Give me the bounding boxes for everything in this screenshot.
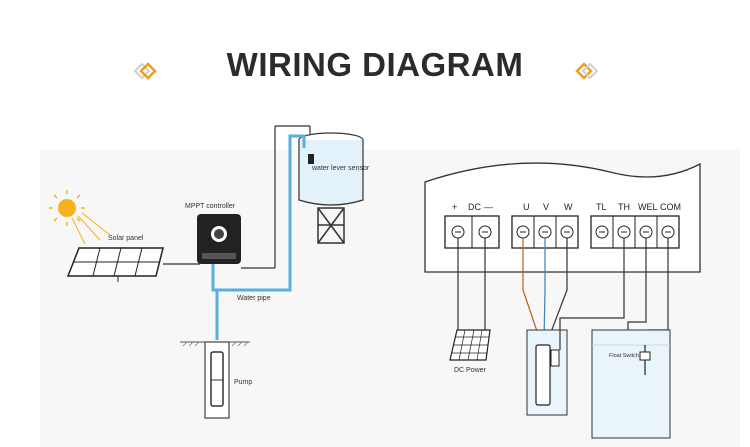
wiring-diagram: Solar panel MPPT controller bbox=[40, 125, 740, 447]
header: WIRING DIAGRAM bbox=[0, 0, 750, 120]
terminal-label-th: TH bbox=[618, 202, 630, 212]
terminal-label-w: W bbox=[564, 202, 573, 212]
wire-w bbox=[547, 238, 568, 341]
terminal-label-minus: — bbox=[484, 202, 493, 212]
left-diagram: Solar panel MPPT controller bbox=[49, 125, 370, 419]
sun-icon bbox=[49, 190, 111, 245]
terminal-label-com: COM bbox=[660, 202, 681, 212]
dc-power-panel-icon bbox=[449, 329, 491, 361]
water-pipe-label: Water pipe bbox=[237, 295, 271, 302]
terminal-label-dc: DC bbox=[468, 202, 481, 212]
pump-label: Pump bbox=[234, 379, 252, 386]
diamond-left-icon bbox=[133, 62, 157, 80]
terminal-label-tl: TL bbox=[596, 202, 607, 212]
controller-label: MPPT controller bbox=[185, 203, 236, 210]
pipe-to-pump bbox=[211, 264, 219, 340]
storage-tank-icon bbox=[591, 329, 671, 439]
terminal-block-sensor bbox=[590, 215, 680, 249]
terminal-block-dc bbox=[444, 215, 500, 249]
water-level-sensor-icon bbox=[308, 154, 314, 164]
mppt-controller-icon bbox=[197, 214, 241, 264]
terminal-label-plus: + bbox=[452, 202, 457, 212]
terminal-label-v: V bbox=[543, 202, 549, 212]
well-pump-icon bbox=[526, 329, 568, 416]
dc-power-label: DC Power bbox=[454, 367, 487, 374]
diamond-right-icon bbox=[575, 62, 599, 80]
solar-panel-icon bbox=[66, 247, 164, 282]
water-tank-icon bbox=[298, 132, 364, 244]
float-switch-label: Float Switch bbox=[609, 353, 639, 359]
right-diagram: + DC — U V W TL TH WEL COM bbox=[424, 162, 701, 439]
page-title: WIRING DIAGRAM bbox=[226, 46, 524, 83]
terminal-label-u: U bbox=[523, 202, 530, 212]
terminal-label-wel: WEL bbox=[638, 202, 658, 212]
wire-th bbox=[559, 238, 625, 350]
water-pipe bbox=[218, 134, 306, 292]
wire-v bbox=[543, 238, 546, 341]
solar-panel-label: Solar panel bbox=[108, 235, 144, 242]
float-switch-icon bbox=[639, 345, 651, 375]
sensor-label: water lever sensor bbox=[311, 165, 370, 172]
wire-u bbox=[522, 238, 541, 341]
pump-icon bbox=[210, 351, 224, 407]
